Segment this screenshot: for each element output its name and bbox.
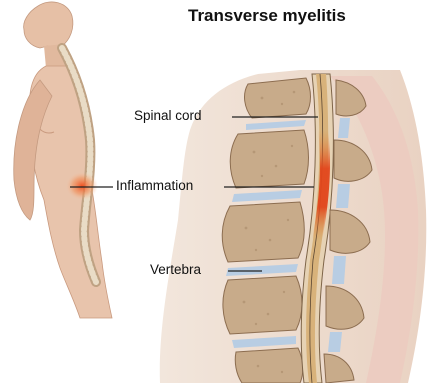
body-silhouette — [14, 2, 112, 318]
diagram-title: Transverse myelitis — [188, 6, 346, 26]
inflammation-label: Inflammation — [116, 178, 193, 193]
vertebra-label: Vertebra — [150, 262, 201, 277]
spinal-cord-label: Spinal cord — [134, 108, 202, 123]
body-inflammation-spot — [66, 172, 98, 200]
